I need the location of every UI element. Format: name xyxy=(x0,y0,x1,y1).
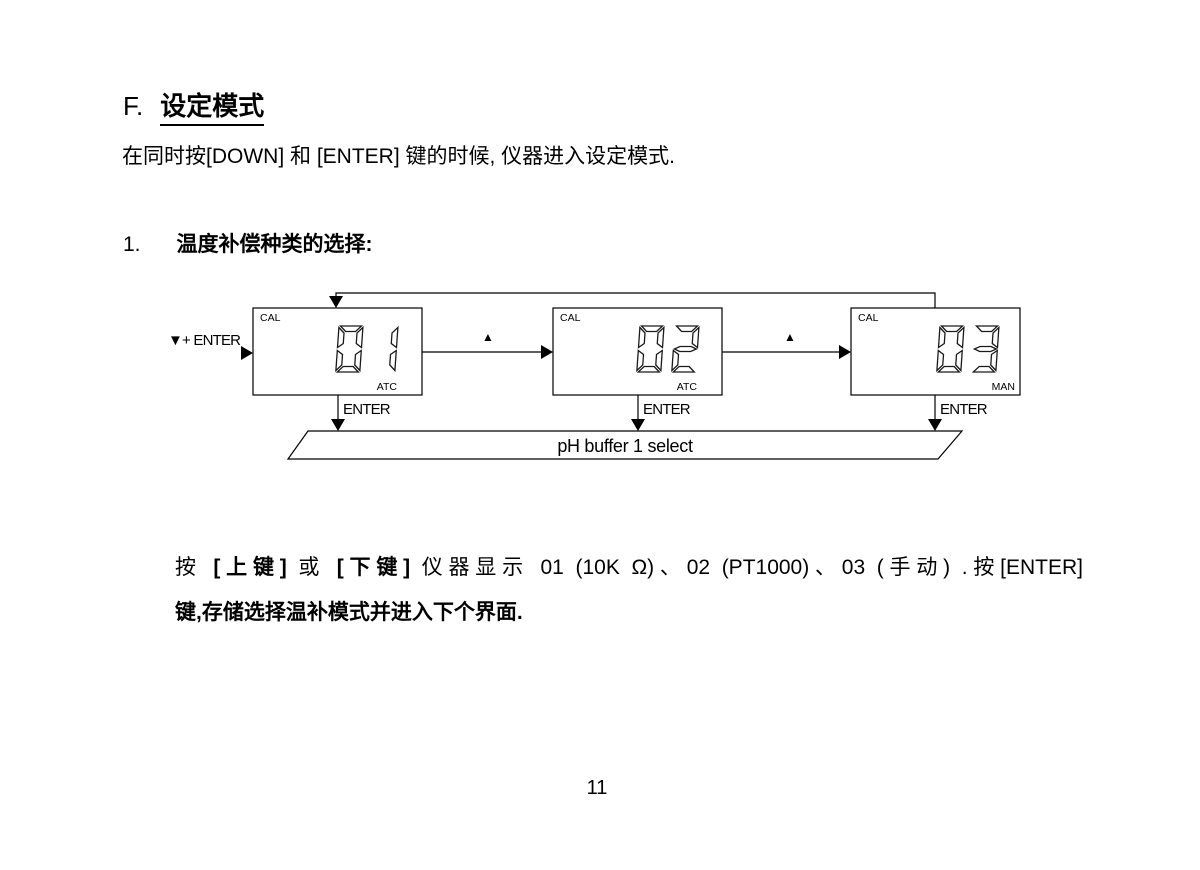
next-step-box xyxy=(286,430,964,460)
title-prefix: F. xyxy=(123,91,144,121)
down-arrow-icon xyxy=(331,419,345,431)
entry-label: ▼+ ENTER xyxy=(168,332,241,349)
flow-diagram: ▼+ ENTER CAL ATC ENTER ▲ CAL ATC ENTER xyxy=(168,292,1021,460)
intro-paragraph: 在同时按[DOWN] 和 [ENTER] 键的时候, 仪器进入设定模式. xyxy=(122,145,676,168)
body-paragraph-line1: 按 [上键] 或 [下键] 仪器显示 01 (10K Ω)、02 (PT1000… xyxy=(175,551,1083,581)
page-number: 11 xyxy=(586,777,608,799)
lcd-digits xyxy=(335,325,399,373)
down-key-label: [下键] xyxy=(336,556,411,579)
section-number: 1. xyxy=(123,233,141,256)
lcd-frame xyxy=(552,307,723,396)
lcd-digits xyxy=(636,325,700,373)
body-text: 按 xyxy=(175,556,214,579)
cal-indicator: CAL xyxy=(560,312,581,324)
enter-key-label: ENTER xyxy=(940,401,988,418)
right-arrow-icon xyxy=(541,345,553,359)
section-heading: 温度补偿种类的选择: xyxy=(176,233,373,256)
entry-arrow-icon xyxy=(241,346,253,360)
lcd-display-2: CAL ATC ENTER xyxy=(552,307,723,431)
body-text: 或 xyxy=(286,556,337,579)
atc-indicator: ATC xyxy=(677,381,698,393)
atc-indicator: ATC xyxy=(377,381,398,393)
man-indicator: MAN xyxy=(992,381,1015,393)
down-arrow-icon xyxy=(329,296,343,308)
document-title: F. 设定模式 xyxy=(123,86,265,126)
body-paragraph-line2: 键,存储选择温补模式并进入下个界面. xyxy=(175,601,523,624)
cal-indicator: CAL xyxy=(858,312,879,324)
up-arrow-icon: ▲ xyxy=(482,330,494,344)
enter-key-label: ENTER xyxy=(643,401,691,418)
page-title: 设定模式 xyxy=(160,91,265,126)
lcd-digits xyxy=(936,325,1000,373)
lcd-display-3: CAL MAN ENTER xyxy=(850,307,1021,431)
down-arrow-icon xyxy=(928,419,942,431)
enter-key-label: ENTER xyxy=(343,401,391,418)
body-text: 仪器显示 01 (10K Ω)、02 (PT1000)、03 (手动) .按[E… xyxy=(410,556,1083,579)
down-arrow-icon xyxy=(631,419,645,431)
section-heading-row: 1. 温度补偿种类的选择: xyxy=(123,228,373,258)
next-step-label: pH buffer 1 select xyxy=(557,436,693,456)
loop-line xyxy=(335,292,936,308)
cal-indicator: CAL xyxy=(260,312,281,324)
lcd-display-1: CAL ATC ENTER xyxy=(252,307,423,431)
up-key-label: [上键] xyxy=(213,556,287,579)
right-arrow-icon xyxy=(839,345,851,359)
up-arrow-icon: ▲ xyxy=(784,330,796,344)
